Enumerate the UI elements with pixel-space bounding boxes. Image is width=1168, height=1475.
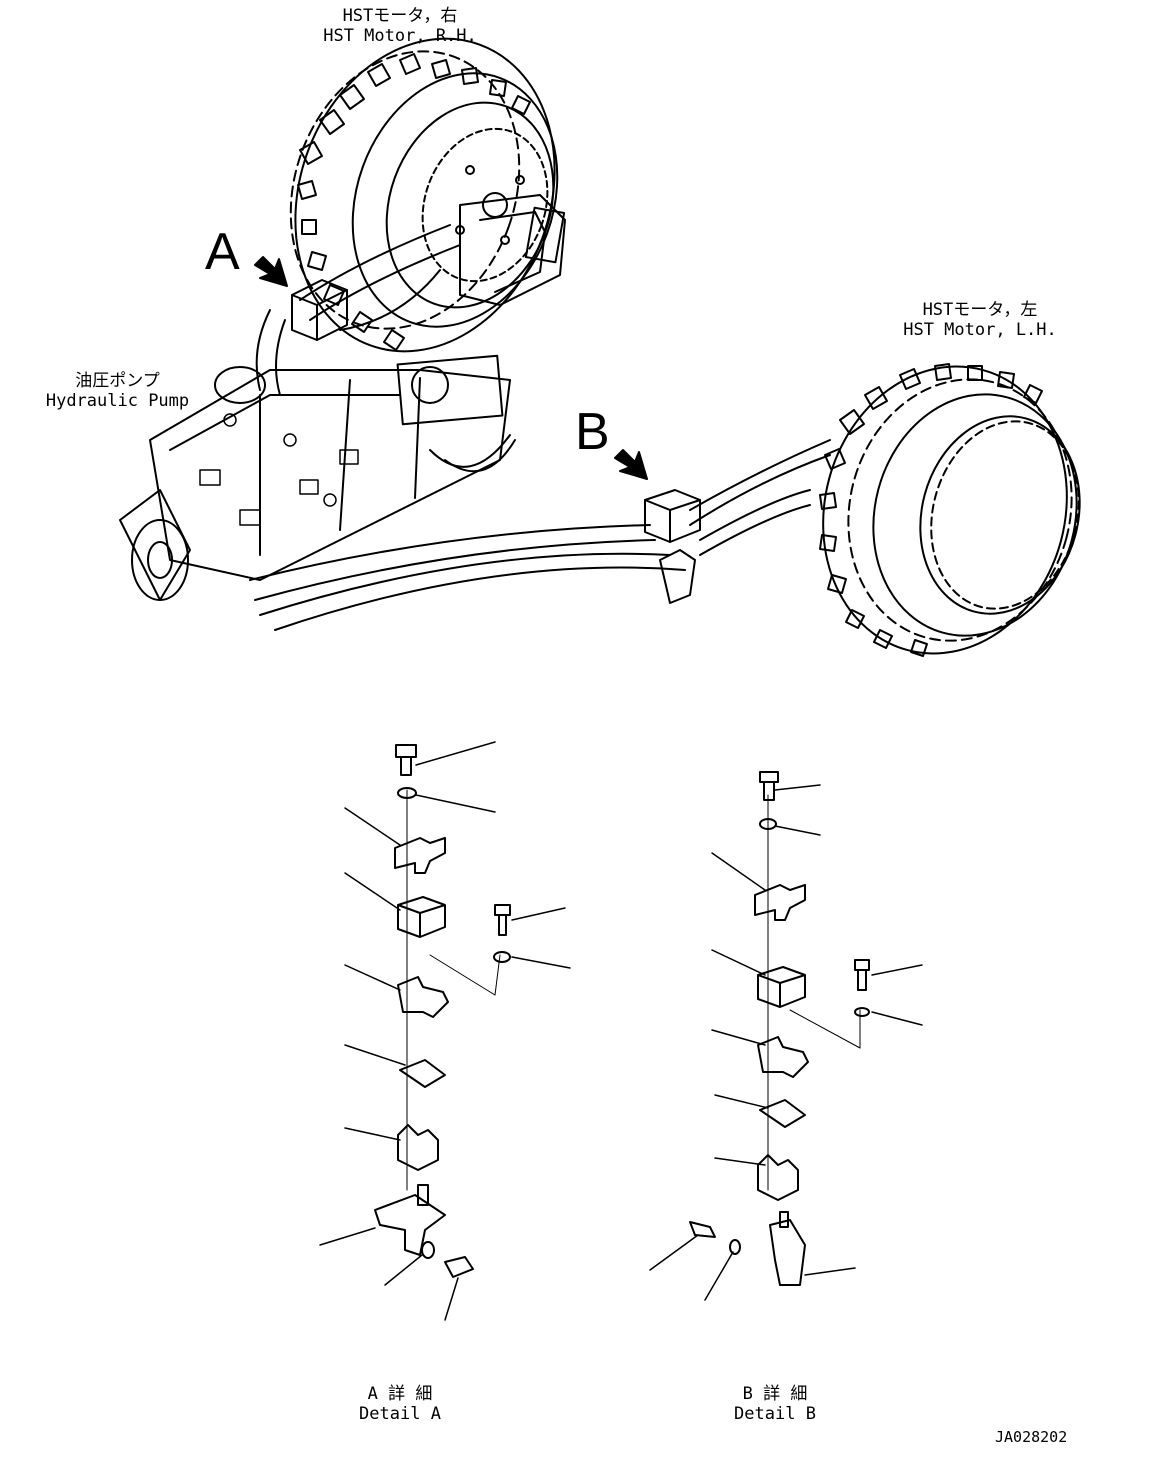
- clamp-block-icon: [397, 896, 446, 938]
- callout-a-arrow: [254, 256, 288, 287]
- label-hst-motor-rh-en: HST Motor, R.H.: [323, 26, 477, 46]
- label-hst-motor-lh-jp: HSTモータ，左: [922, 300, 1038, 320]
- label-detail-b: B 詳 細 Detail B: [705, 1384, 845, 1424]
- label-detail-b-jp: B 詳 細: [742, 1384, 808, 1404]
- washer-icon: [397, 787, 417, 799]
- label-detail-a: A 詳 細 Detail A: [330, 1384, 470, 1424]
- label-hydraulic-pump-jp: 油圧ポンプ: [75, 371, 160, 391]
- bracket-icon: [374, 1184, 446, 1256]
- hydraulic-pump: [119, 354, 516, 601]
- label-hst-motor-lh: HSTモータ，左 HST Motor, L.H.: [880, 300, 1080, 340]
- callout-a-label: A: [205, 223, 240, 281]
- hst-motor-rh: [289, 37, 566, 353]
- label-detail-a-jp: A 詳 細: [367, 1384, 433, 1404]
- clamp-plate-icon: [394, 837, 446, 874]
- spacer-icon: [399, 1059, 446, 1088]
- bolt-icon: [395, 744, 417, 776]
- callout-b-arrow: [614, 449, 648, 480]
- clamp-a-location: [291, 279, 348, 341]
- hydraulic-hoses: [249, 224, 831, 631]
- clamp-half-icon: [397, 976, 449, 1018]
- label-hst-motor-lh-en: HST Motor, L.H.: [903, 320, 1057, 340]
- callout-b-label: B: [575, 403, 610, 461]
- label-hydraulic-pump: 油圧ポンプ Hydraulic Pump: [30, 371, 205, 411]
- label-detail-a-en: Detail A: [359, 1404, 441, 1424]
- drawing-code: JA028202: [995, 1428, 1068, 1446]
- detail-a-exploded-view: [319, 741, 571, 1321]
- clamp-b-location: [644, 489, 701, 604]
- hst-motor-lh: [819, 363, 1081, 657]
- label-hydraulic-pump-en: Hydraulic Pump: [45, 391, 190, 411]
- clamp-lower-icon: [397, 1124, 439, 1171]
- detail-b-exploded-view: [649, 771, 923, 1301]
- label-hst-motor-rh: HSTモータ，右 HST Motor, R.H.: [300, 6, 500, 46]
- label-hst-motor-rh-jp: HSTモータ，右: [342, 6, 458, 26]
- label-detail-b-en: Detail B: [734, 1404, 816, 1424]
